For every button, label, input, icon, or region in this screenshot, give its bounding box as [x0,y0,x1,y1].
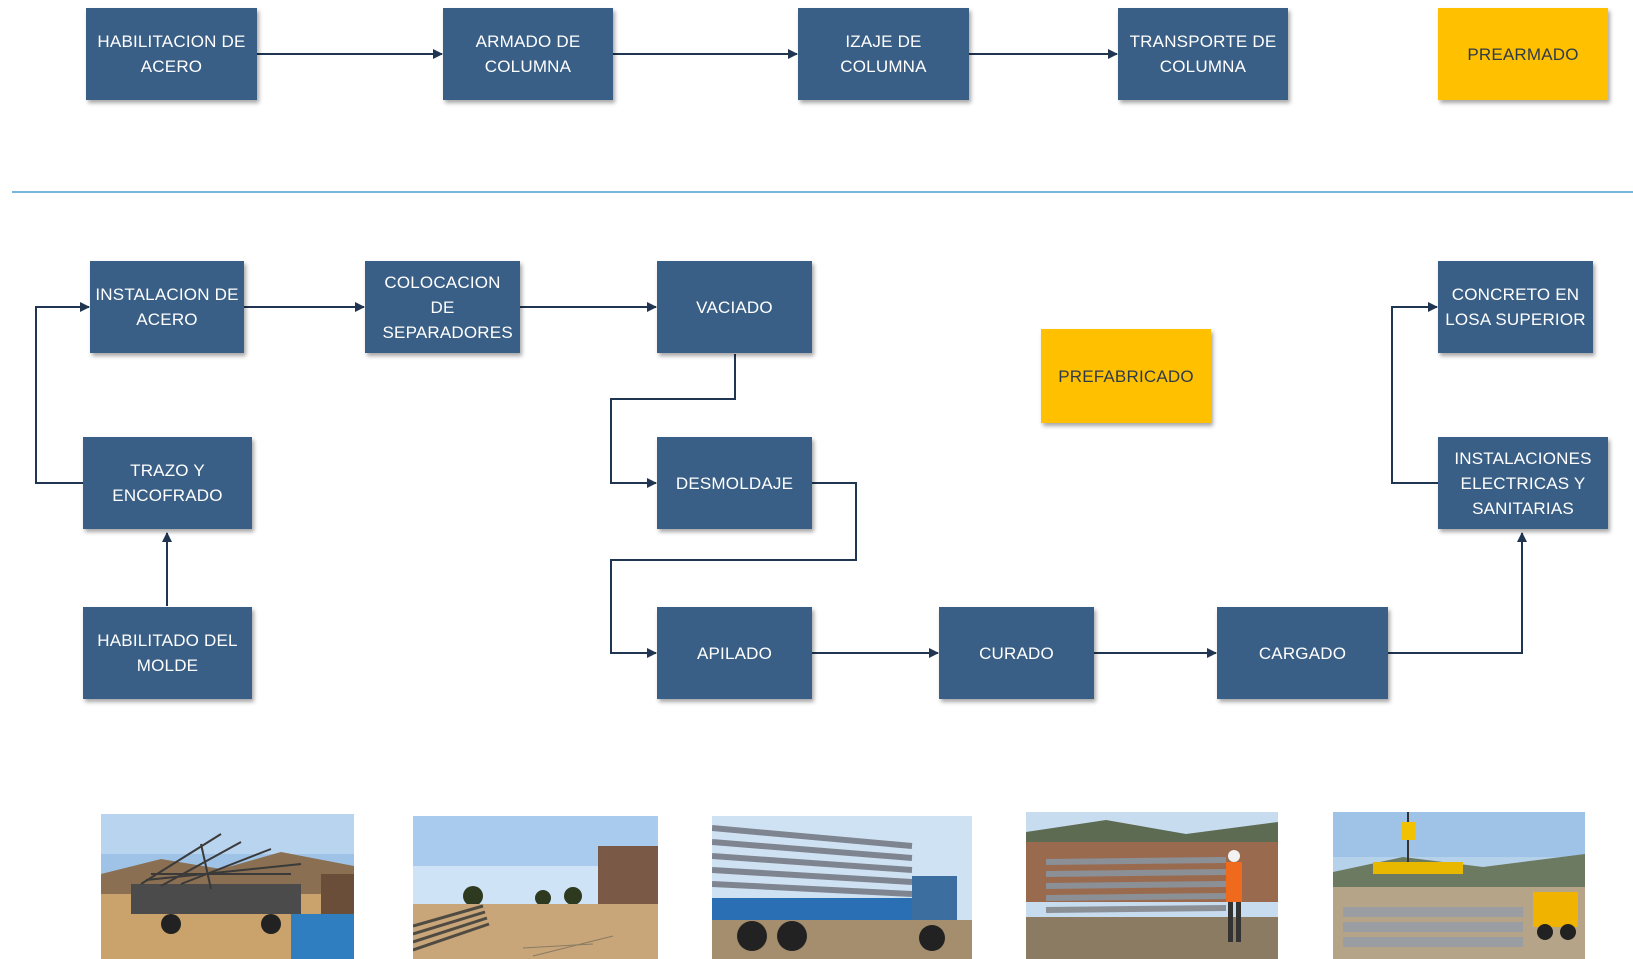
box-armado-de-columna: ARMADO DE COLUMNA [443,8,613,100]
box-label: CARGADO [1258,643,1347,663]
arrow-trazo-to-instalacion [35,302,90,484]
box-label: TRAZO Y ENCOFRADO [112,461,223,505]
crane-precast-yard-photo [1333,812,1585,959]
box-cargado: CARGADO [1217,607,1388,699]
box-label: DESMOLDAJE [675,473,794,493]
box-label: IZAJE DE COLUMNA [840,32,927,76]
arrow-vaciado-to-desmoldaje [610,354,736,488]
arrow-desmoldaje-to-apilado [610,482,857,658]
box-label: VACIADO [696,297,773,317]
arrow-cargado-to-instalaciones [1388,532,1527,654]
box-label: HABILITACION DE ACERO [97,32,246,76]
arrow-instalaciones-to-concreto [1391,302,1438,484]
box-transporte-de-columna: TRANSPORTE DE COLUMNA [1118,8,1288,100]
box-label: HABILITADO DEL MOLDE [97,631,238,675]
box-colocacion-de-separadores: COLOCACION DE SEPARADORES [365,261,520,353]
box-desmoldaje: DESMOLDAJE [657,437,812,529]
box-prearmado: PREARMADO [1438,8,1608,100]
box-vaciado: VACIADO [657,261,812,353]
box-concreto-losa-superior: CONCRETO EN LOSA SUPERIOR [1438,261,1593,353]
box-label: COLOCACION DE SEPARADORES [382,272,513,342]
box-habilitacion-de-acero: HABILITACION DE ACERO [86,8,257,100]
box-label: INSTALACION DE ACERO [95,285,239,329]
box-instalaciones-electricas-sanitarias: INSTALACIONES ELECTRICAS Y SANITARIAS [1438,437,1608,529]
box-label: PREARMADO [1467,44,1579,64]
box-apilado: APILADO [657,607,812,699]
box-label: ARMADO DE COLUMNA [475,32,581,76]
box-curado: CURADO [939,607,1094,699]
loaded-truck-beams-photo [712,816,972,959]
box-label: TRANSPORTE DE COLUMNA [1129,32,1277,76]
box-izaje-de-columna: IZAJE DE COLUMNA [798,8,969,100]
box-label: CURADO [979,643,1054,663]
steel-rebar-truck-photo [101,814,354,959]
box-instalacion-de-acero: INSTALACION DE ACERO [90,261,244,353]
box-label: INSTALACIONES ELECTRICAS Y SANITARIAS [1454,448,1592,518]
box-prefabricado: PREFABRICADO [1041,329,1211,423]
box-trazo-y-encofrado: TRAZO Y ENCOFRADO [83,437,252,529]
box-label: CONCRETO EN LOSA SUPERIOR [1445,285,1586,329]
box-label: PREFABRICADO [1058,366,1194,386]
box-habilitado-del-molde: HABILITADO DEL MOLDE [83,607,252,699]
stacked-slabs-worker-photo [1026,812,1278,959]
rebar-pile-field-photo [413,816,658,959]
box-label: APILADO [696,643,773,663]
